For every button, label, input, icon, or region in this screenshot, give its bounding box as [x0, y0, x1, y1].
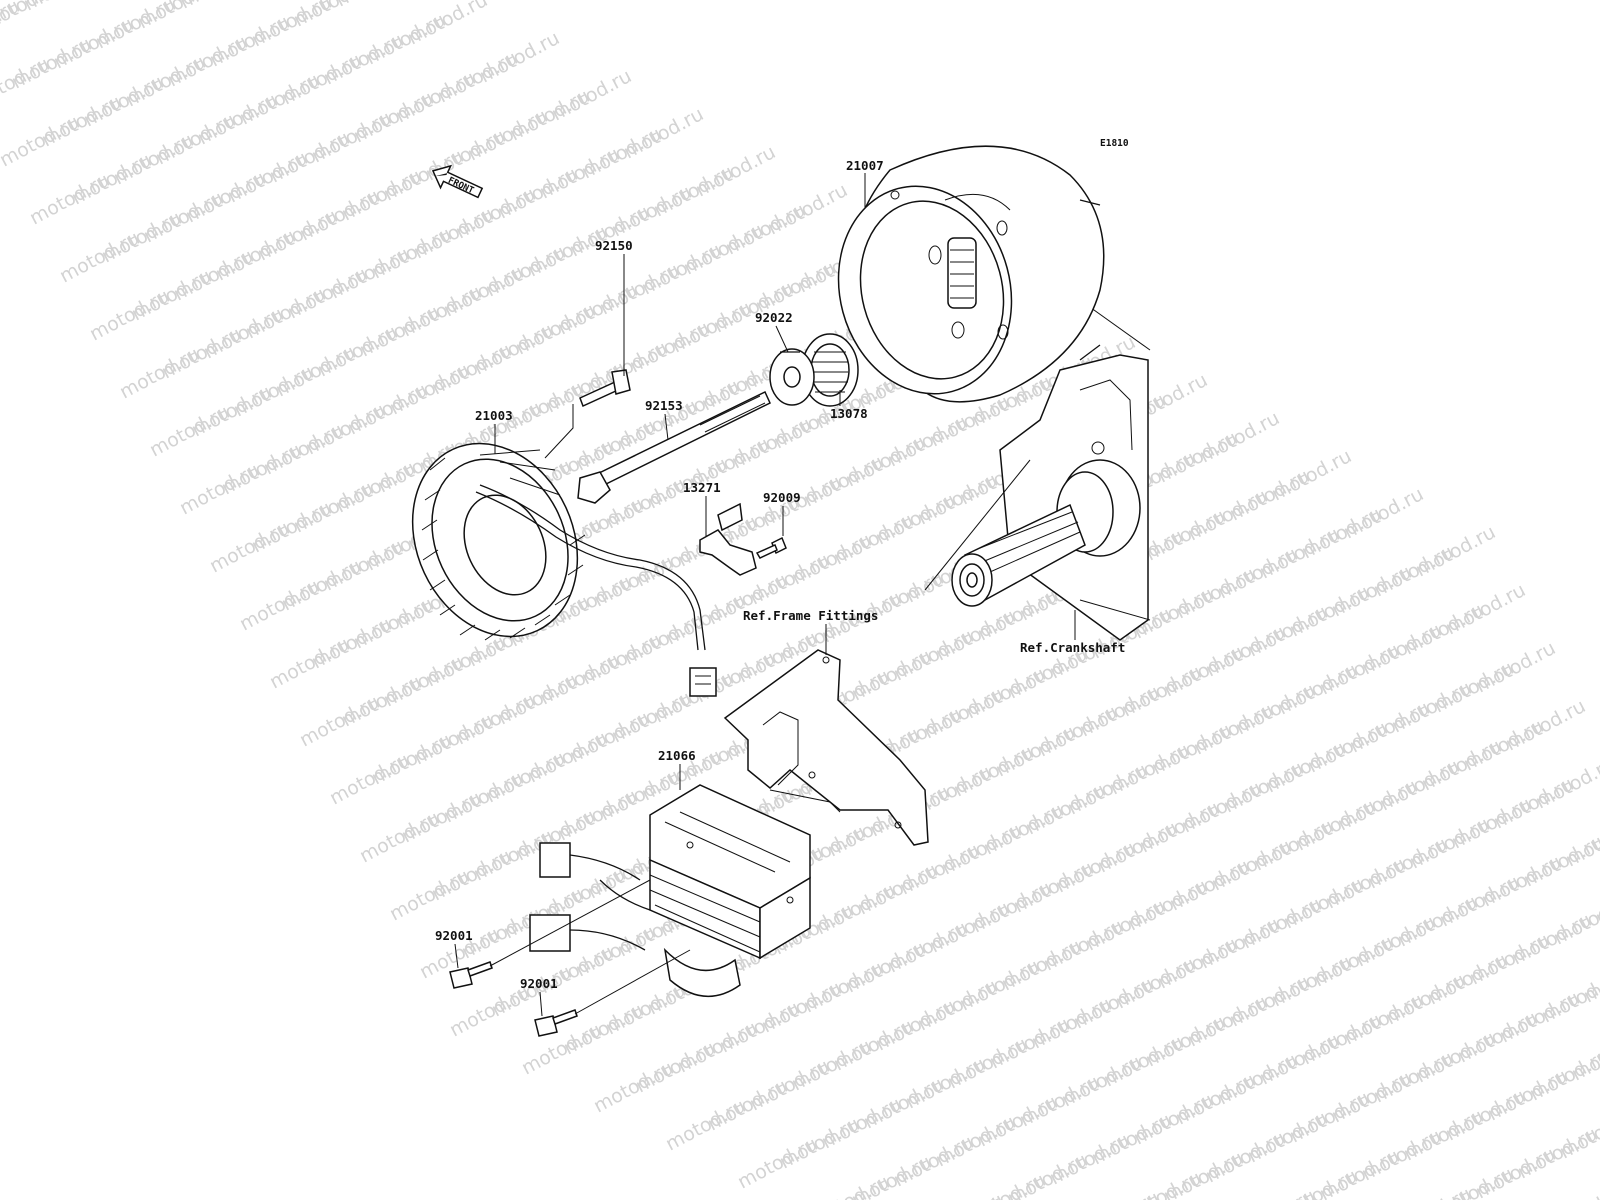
clamp	[699, 502, 757, 576]
clamp-bolt	[755, 536, 787, 559]
figure-code: E1810	[1100, 138, 1129, 149]
starter-gear	[801, 333, 859, 407]
stator-bolt	[579, 369, 631, 408]
stator	[411, 442, 717, 697]
callout-regulator: 21066	[658, 748, 696, 763]
front-arrow-icon: FRONT	[431, 164, 484, 199]
regulator	[529, 784, 811, 997]
frame-bracket	[723, 649, 929, 846]
leader-bolt-b-to-regulator	[574, 949, 691, 1015]
leader-regulator-bolt-a	[454, 943, 459, 969]
callout-clamp: 13271	[683, 480, 721, 495]
regulator-connector-lower	[529, 914, 571, 952]
collar	[769, 348, 815, 406]
leader-bolt-a-to-regulator	[489, 879, 651, 967]
callout-starter-gear: 13078	[830, 406, 868, 421]
stator-connector	[689, 667, 717, 697]
regulator-connector-upper	[539, 842, 571, 878]
callout-ref-crankshaft: Ref.Crankshaft	[1020, 640, 1125, 655]
leader-collar	[775, 325, 789, 353]
callout-regulator-bolt-a: 92001	[435, 928, 473, 943]
callout-regulator-bolt-b: 92001	[520, 976, 558, 991]
leader-regulator-bolt-b	[539, 991, 543, 1017]
callout-flywheel-bolt: 92153	[645, 398, 683, 413]
regulator-bolt-a	[449, 961, 493, 989]
leader-stator-bolt-ext	[544, 404, 574, 459]
callout-stator-bolt: 92150	[595, 238, 633, 253]
flywheel	[837, 145, 1105, 403]
callout-stator: 21003	[475, 408, 513, 423]
flywheel-bolt	[577, 390, 771, 504]
callout-clamp-bolt: 92009	[763, 490, 801, 505]
crankshaft-ref	[924, 299, 1151, 641]
callout-ref-frame: Ref.Frame Fittings	[743, 608, 878, 623]
leader-flywheel-bolt	[664, 413, 669, 441]
regulator-bolt-b	[534, 1009, 578, 1037]
callout-collar: 92022	[755, 310, 793, 325]
callout-flywheel: 21007	[846, 158, 884, 173]
